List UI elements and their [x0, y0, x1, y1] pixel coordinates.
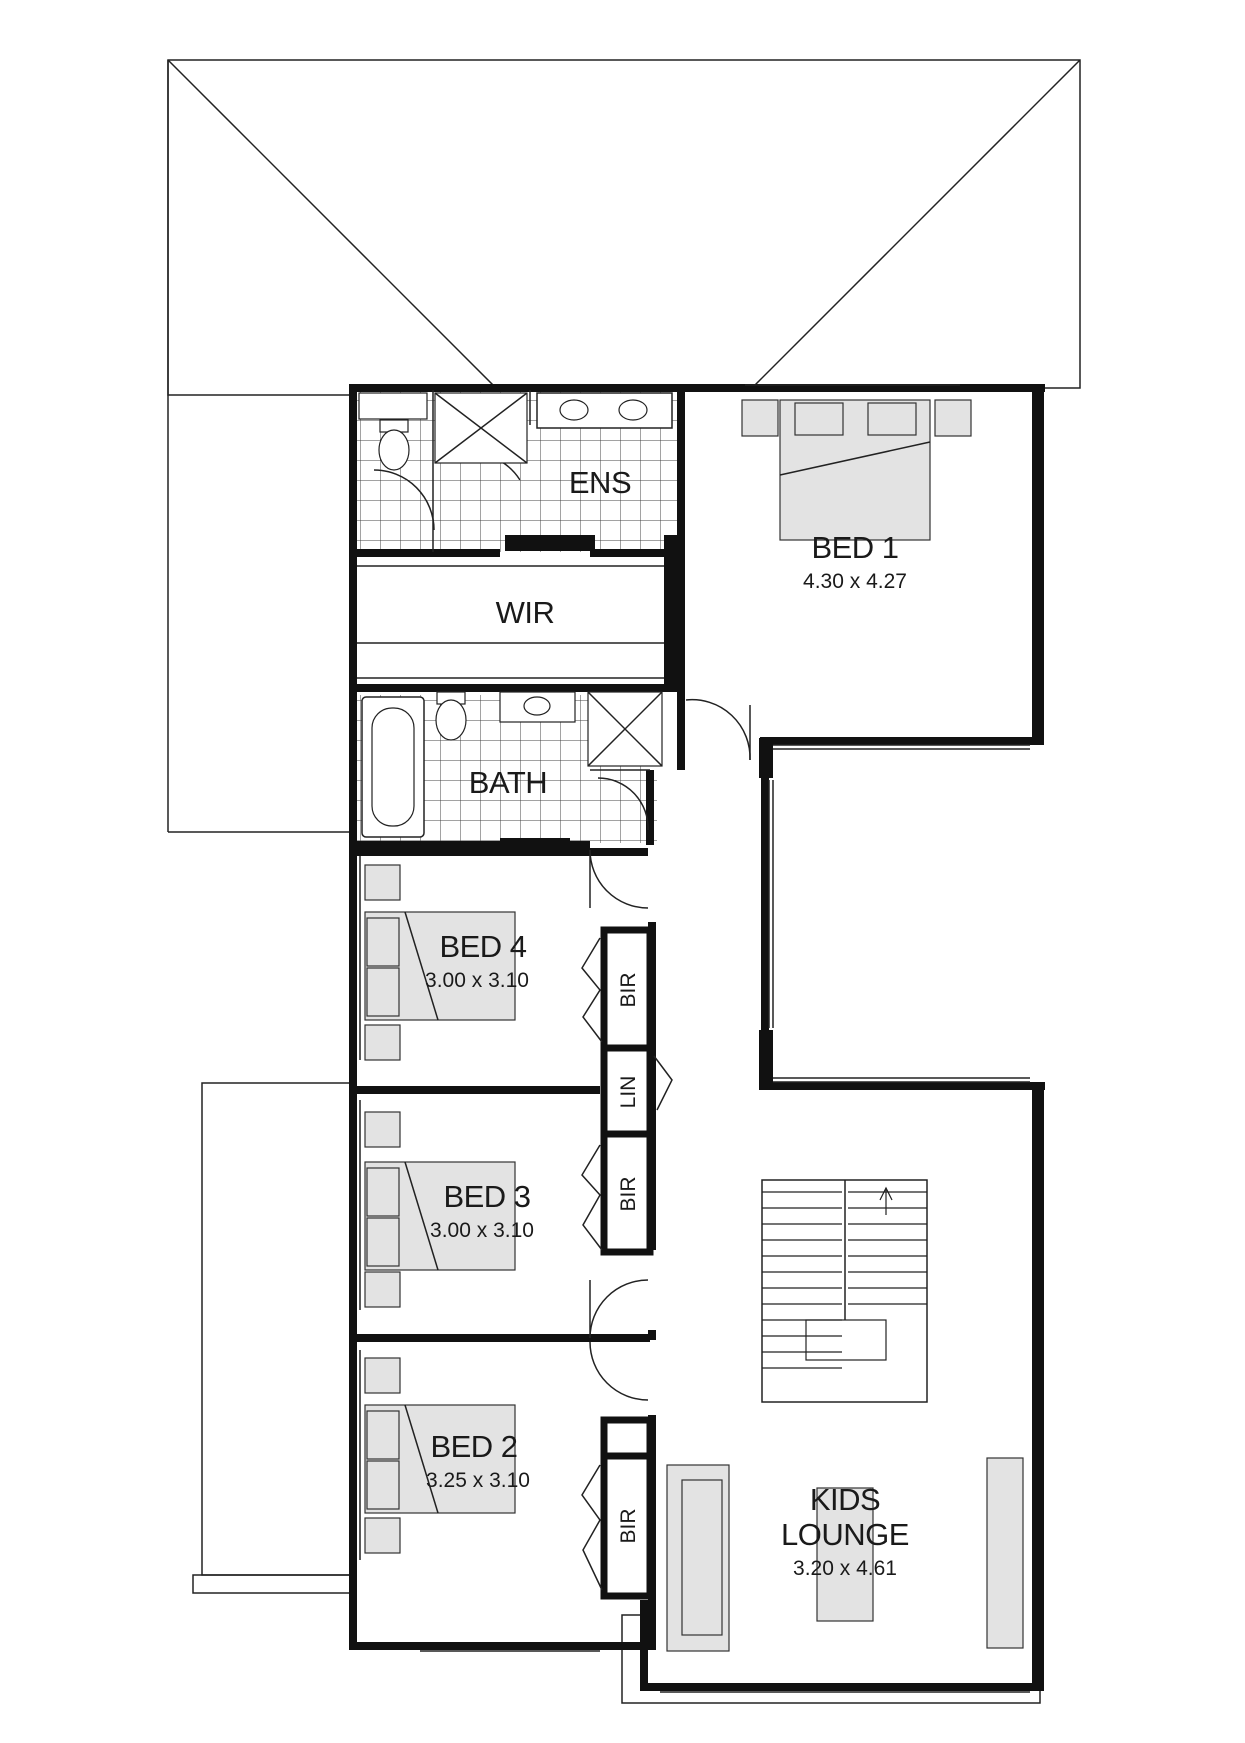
- lounge-size: 3.20 x 4.61: [793, 1557, 897, 1580]
- door-swings: [373, 451, 751, 1401]
- bed1-size: 4.30 x 4.27: [803, 570, 907, 593]
- roof-outline: [167, 59, 1081, 833]
- bed2-label: BED 2: [430, 1429, 517, 1464]
- bed4-label: BED 4: [439, 929, 526, 964]
- ensuite-fixtures: [358, 392, 673, 551]
- lounge-label-line2: LOUNGE: [781, 1517, 909, 1552]
- bath-fixtures: [361, 691, 663, 846]
- bed4-size: 3.00 x 3.10: [425, 969, 529, 992]
- lounge-label-line1: KIDS: [810, 1482, 880, 1517]
- bed3-size: 3.00 x 3.10: [430, 1219, 534, 1242]
- wir-floor: [357, 557, 667, 687]
- wir-label: WIR: [496, 595, 555, 630]
- bed3-label: BED 3: [443, 1179, 530, 1214]
- bed3-furniture: [364, 1111, 516, 1308]
- bed2-size: 3.25 x 3.10: [426, 1469, 530, 1492]
- wir-rails: [357, 565, 667, 679]
- bed4-furniture: [364, 864, 516, 1061]
- bath-label: BATH: [469, 765, 547, 800]
- lounge-furniture: [666, 1457, 1024, 1652]
- bed1-furniture: [741, 399, 972, 541]
- bir-bed3-label: BIR: [617, 1176, 640, 1211]
- ens-label: ENS: [569, 465, 631, 500]
- bir-bed2-label: BIR: [617, 1508, 640, 1543]
- bed1-label: BED 1: [811, 530, 898, 565]
- staircase: [761, 1179, 928, 1403]
- bir-bed4-label: BIR: [617, 972, 640, 1007]
- closet-doors: [581, 937, 673, 1591]
- wall-piers: [664, 392, 1044, 1690]
- windows: [359, 384, 1030, 1693]
- bed2-furniture: [364, 1357, 516, 1554]
- closet-boxes: [600, 926, 654, 1600]
- lin-label: LIN: [617, 1076, 640, 1109]
